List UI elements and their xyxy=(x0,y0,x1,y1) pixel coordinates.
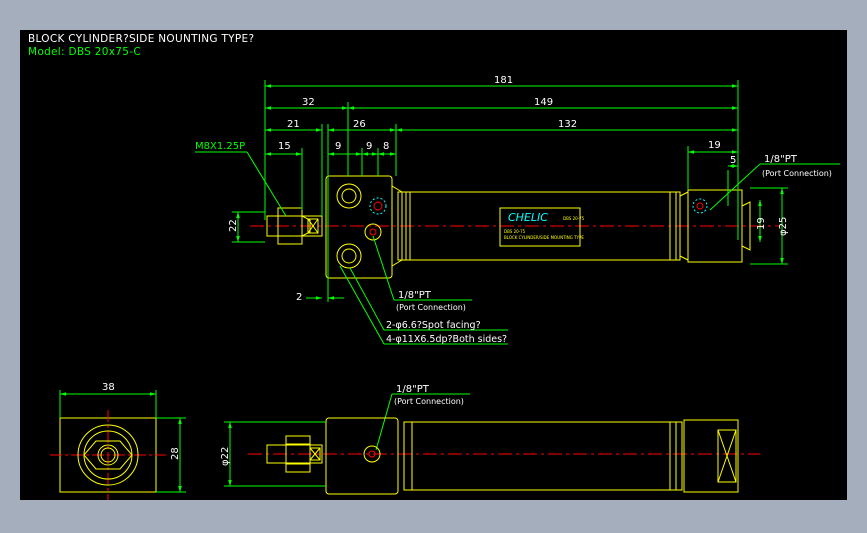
dim-gap: 2 xyxy=(296,292,302,303)
dim-block-height: 22 xyxy=(228,219,239,232)
callout-port-block-sub: (Port Connection) xyxy=(396,303,466,312)
bottom-barrel xyxy=(403,421,683,491)
dim-end-cap: 19 xyxy=(708,140,721,151)
dim-front-height: 28 xyxy=(170,447,181,460)
callout-counterbore: 4-φ11X6.5dp?Both sides? xyxy=(386,334,507,345)
port-hole-icon xyxy=(336,183,382,269)
label-code: DBS 20-75 xyxy=(563,216,585,221)
front-dimension-text: 38 28 xyxy=(102,382,181,460)
dim-rod-end: 21 xyxy=(287,119,300,130)
callout-spot-facing: 2-φ6.6?Spot facing? xyxy=(386,320,481,331)
label-line1: DBS 20-75 xyxy=(504,229,526,234)
gear-marker-icon xyxy=(369,197,387,215)
front-view xyxy=(50,410,166,500)
dim-pitch-a: 9 xyxy=(335,141,341,152)
callout-port-right-sub: (Port Connection) xyxy=(762,169,832,178)
hex-nut-icon xyxy=(277,207,311,245)
dim-thread-length: 15 xyxy=(278,141,291,152)
dim-pitch-b: 9 xyxy=(366,141,372,152)
bottom-dimension-text: φ22 xyxy=(220,447,231,466)
drawing-title: BLOCK CYLINDER?SIDE NOUNTING TYPE? xyxy=(28,33,255,45)
dim-pitch-c: 8 xyxy=(383,141,389,152)
dim-body-length: 132 xyxy=(558,119,577,130)
cad-canvas[interactable]: BLOCK CYLINDER?SIDE NOUNTING TYPE? Model… xyxy=(20,30,847,500)
dim-block-section: 32 xyxy=(302,97,315,108)
dim-stroke-section: 149 xyxy=(534,97,553,108)
model-label: Model: DBS 20x75-C xyxy=(28,46,141,58)
front-hex-nut-icon xyxy=(83,440,133,470)
mounting-block xyxy=(325,175,393,279)
bottom-dimensions xyxy=(224,421,326,487)
callout-port-right: 1/8"PT xyxy=(764,154,798,165)
callout-thread: M8X1.25P xyxy=(195,141,245,152)
dim-flange-diameter: φ22 xyxy=(220,447,231,466)
front-dimensions xyxy=(59,390,186,493)
dim-front-width: 38 xyxy=(102,382,115,393)
bottom-block xyxy=(325,417,399,495)
dim-rod-diameter-small: 19 xyxy=(756,217,767,230)
callout-port-block: 1/8"PT xyxy=(398,290,432,301)
cylinder-barrel xyxy=(397,191,681,261)
end-cap xyxy=(687,189,743,263)
side-view: CHELIC DBS 20-75 DBS 20-75 BLOCK CYLINDE… xyxy=(250,175,780,279)
callout-port-bottom-sub: (Port Connection) xyxy=(394,397,464,406)
bottom-view xyxy=(248,417,760,495)
dim-block-width: 26 xyxy=(353,119,366,130)
label-brand: CHELIC xyxy=(508,211,548,224)
cad-drawing: CHELIC DBS 20-75 DBS 20-75 BLOCK CYLINDE… xyxy=(50,75,840,500)
title-block: BLOCK CYLINDER?SIDE NOUNTING TYPE? Model… xyxy=(28,33,254,59)
label-line2: BLOCK CYLINDER/SIDE MOUNTING TYPE xyxy=(504,235,584,240)
side-dimensions xyxy=(232,80,788,302)
rod-end-cross-icon xyxy=(307,218,319,234)
label-plate: CHELIC DBS 20-75 DBS 20-75 BLOCK CYLINDE… xyxy=(499,207,585,247)
dim-port-offset: 5 xyxy=(730,155,736,166)
side-dimension-text: 181 32 149 21 26 132 15 9 9 8 19 5 22 19… xyxy=(228,75,789,303)
dim-bore-diameter: φ25 xyxy=(778,217,789,236)
callout-port-bottom: 1/8"PT xyxy=(396,384,430,395)
bottom-port-icon xyxy=(363,445,381,463)
callouts: M8X1.25P 1/8"PT (Port Connection) 1/8"PT… xyxy=(195,141,840,451)
end-port-icon xyxy=(692,198,708,214)
dim-overall: 181 xyxy=(494,75,513,86)
